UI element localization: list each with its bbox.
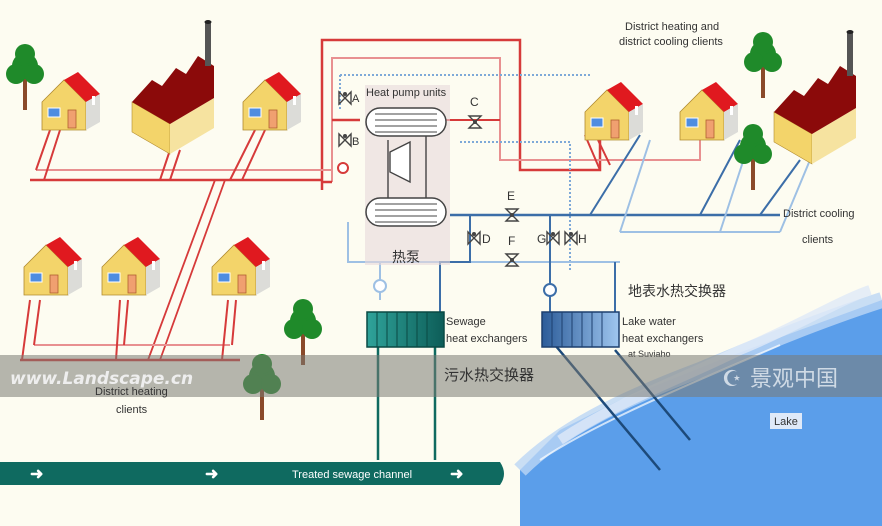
valve-g-label: G	[537, 232, 546, 246]
house-icon	[41, 71, 101, 131]
valve-b-icon	[338, 133, 352, 147]
return-pump-icon	[373, 279, 387, 293]
valve-f-icon	[505, 253, 519, 267]
brand-logo-icon: ☪	[722, 366, 742, 391]
heat-pump-cn-label: 热泵	[392, 250, 420, 266]
tree-icon	[734, 124, 772, 190]
sewage-hx-label-1: Sewage	[446, 316, 486, 328]
sewage-channel-label: Treated sewage channel	[292, 469, 412, 481]
house-icon	[242, 71, 302, 131]
house-icon	[211, 236, 271, 296]
lake-hx-label-2: heat exchangers	[622, 333, 704, 345]
lake-hx-label-3: at Suviaho	[628, 349, 671, 359]
lake-pump-icon	[543, 283, 557, 297]
sewage-hx-label-2: heat exchangers	[446, 333, 528, 345]
heat-pump-units-label: Heat pump units	[366, 87, 447, 99]
tree-icon	[6, 44, 44, 110]
house-icon	[23, 236, 83, 296]
dc-clients-label-2: clients	[802, 234, 834, 246]
house-icon	[584, 81, 644, 141]
valve-c-label: C	[470, 95, 479, 109]
valve-g-icon	[546, 231, 560, 245]
pump-icon	[337, 162, 349, 174]
watermark-brand: 景观中国	[750, 367, 838, 392]
watermark-band	[0, 355, 882, 397]
dc-clients-label-1: District cooling	[783, 208, 855, 220]
heat-pump-units	[365, 85, 450, 265]
flow-arrow-icon: ➜	[30, 466, 43, 483]
house-icon	[679, 81, 739, 141]
sewage-hx-cn-label: 污水热交换器	[444, 366, 534, 384]
house-icon	[101, 236, 161, 296]
valve-a-label: A	[352, 93, 360, 105]
valve-b-label: B	[352, 136, 359, 148]
surface-water-hx-cn-label: 地表水热交换器	[628, 283, 726, 300]
sewage-heat-exchanger	[366, 311, 445, 348]
valve-h-icon	[564, 231, 578, 245]
dh-clients-label-2: clients	[116, 404, 148, 416]
valve-d-label: D	[482, 232, 491, 246]
dh-clients-label-1: District heating	[95, 386, 168, 398]
valve-h-label: H	[578, 232, 587, 246]
flow-arrow-icon: ➜	[205, 466, 218, 483]
tree-icon	[744, 32, 782, 98]
watermark-url: www.Landscape.cn	[10, 369, 193, 389]
dh-dc-clients-label-2: district cooling clients	[619, 36, 723, 48]
dh-dc-clients-label-1: District heating and	[625, 21, 719, 33]
valve-a-icon	[338, 91, 352, 105]
factory-icon	[131, 19, 215, 155]
lake-label-bg	[770, 413, 802, 429]
valve-f-label: F	[508, 234, 515, 248]
factory-icon	[773, 29, 857, 165]
valve-c-icon	[468, 115, 482, 129]
lake-heat-exchanger	[541, 311, 620, 348]
valve-e-label: E	[507, 189, 515, 203]
lake-hx-label-1: Lake water	[622, 316, 676, 328]
flow-arrow-icon: ➜	[450, 466, 463, 483]
lake-label: Lake	[774, 416, 798, 428]
treated-sewage-channel: ➜ ➜ ➜	[0, 462, 504, 485]
